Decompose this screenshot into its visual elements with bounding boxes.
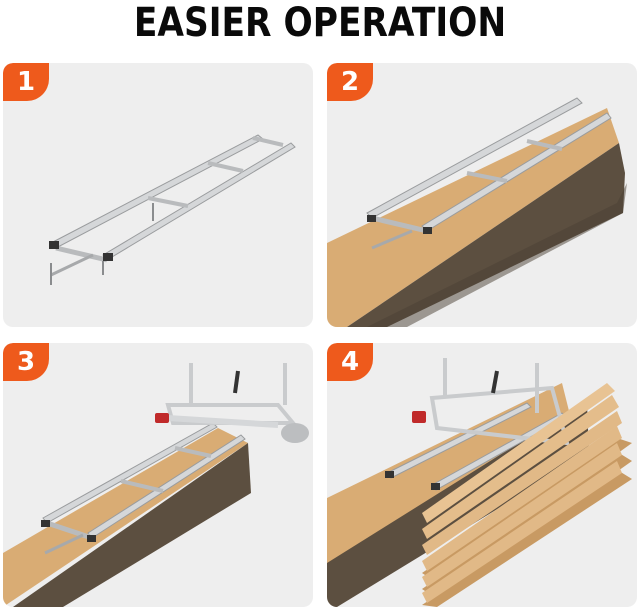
- milling-boards-illustration: [327, 358, 632, 607]
- lumber-boards-stack: [422, 383, 632, 607]
- mill-on-rails-illustration: [3, 363, 309, 607]
- step-number-badge: 1: [3, 63, 49, 101]
- step-number-badge: 2: [327, 63, 373, 101]
- step-3-panel: 3: [3, 343, 313, 607]
- page-title: EASIER OPERATION: [133, 0, 507, 46]
- step-2-panel: 2: [327, 63, 637, 327]
- rail-on-log-illustration: [327, 97, 627, 327]
- rail-frame-illustration: [49, 134, 296, 285]
- step-4-panel: 4: [327, 343, 637, 607]
- step-number-badge: 3: [3, 343, 49, 381]
- step-1-panel: 1: [3, 63, 313, 327]
- step-number-badge: 4: [327, 343, 373, 381]
